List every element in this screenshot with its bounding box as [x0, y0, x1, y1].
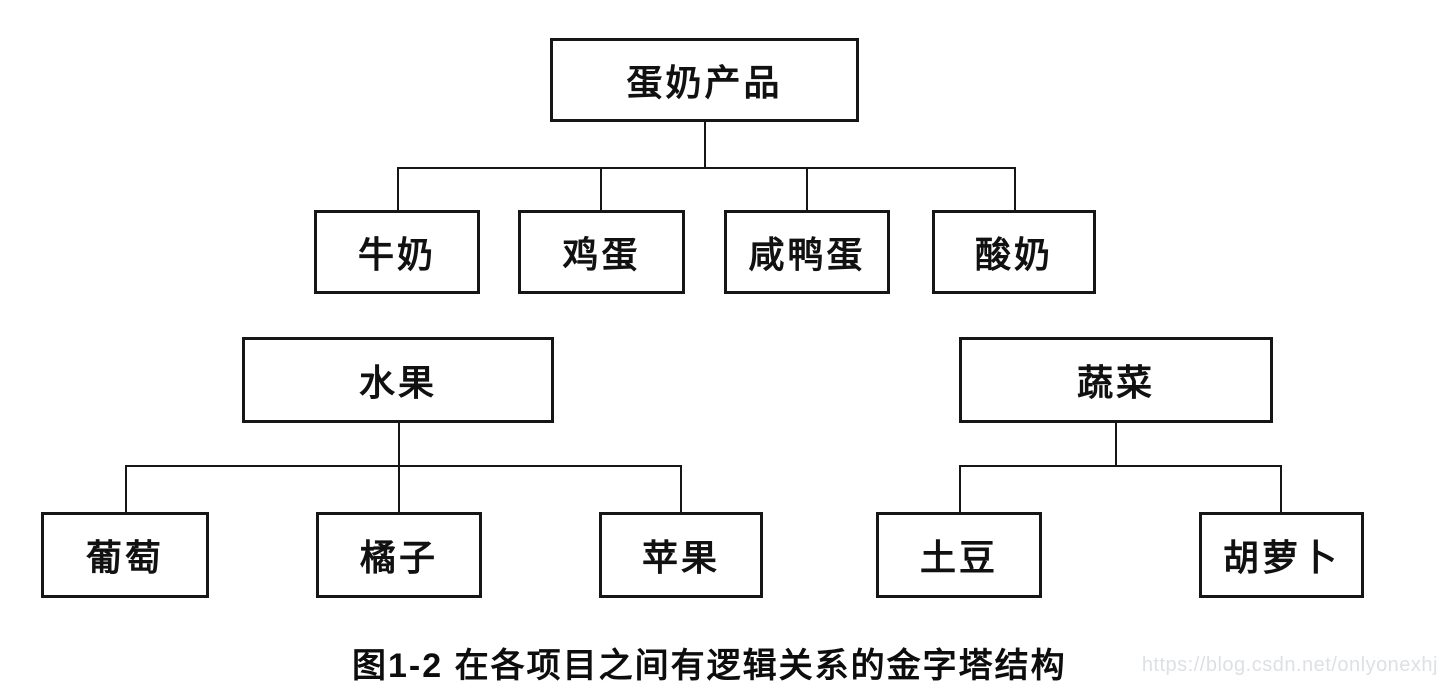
node-egg: 鸡蛋: [518, 210, 685, 294]
connector-drop-milk: [397, 167, 399, 211]
node-milk: 牛奶: [314, 210, 480, 294]
node-fruit-root: 水果: [242, 337, 554, 423]
connector-vegetable-stem: [1115, 422, 1117, 467]
watermark-url: https://blog.csdn.net/onlyonexhj: [1141, 654, 1438, 676]
node-salted-duck-egg: 咸鸭蛋: [724, 210, 890, 294]
connector-drop-salted-duck-egg: [806, 167, 808, 211]
figure-caption: 图1-2 在各项目之间有逻辑关系的金字塔结构: [352, 647, 1067, 685]
node-grape: 葡萄: [41, 512, 209, 598]
node-potato: 土豆: [876, 512, 1042, 598]
connector-vegetable-bus: [959, 465, 1282, 467]
connector-dairy-bus: [397, 167, 1016, 169]
connector-fruit-bus: [125, 465, 682, 467]
connector-dairy-stem: [704, 121, 706, 168]
connector-drop-potato: [959, 465, 961, 512]
connector-drop-yogurt: [1014, 167, 1016, 211]
connector-drop-apple: [680, 465, 682, 512]
connector-drop-egg: [600, 167, 602, 211]
node-carrot: 胡萝卜: [1199, 512, 1364, 598]
connector-fruit-stem: [398, 422, 400, 512]
node-yogurt: 酸奶: [932, 210, 1096, 294]
node-orange: 橘子: [316, 512, 482, 598]
connector-drop-grape: [125, 465, 127, 512]
connector-drop-carrot: [1280, 465, 1282, 512]
node-dairy-products-root: 蛋奶产品: [550, 38, 859, 122]
node-vegetable-root: 蔬菜: [959, 337, 1273, 423]
node-apple: 苹果: [599, 512, 763, 598]
